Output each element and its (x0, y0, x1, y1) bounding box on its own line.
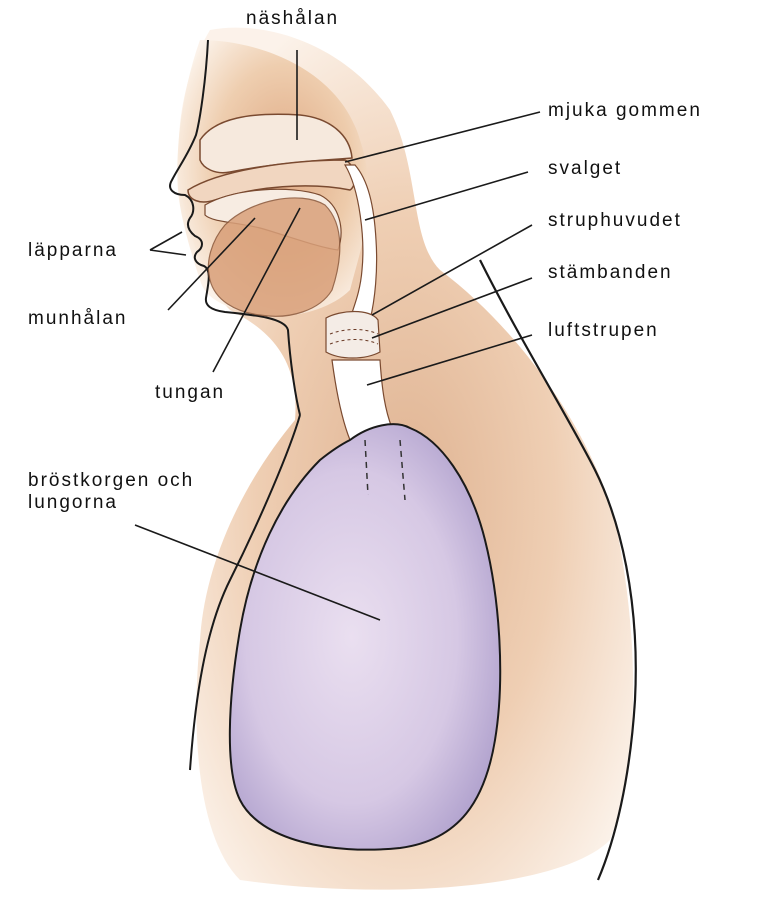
label-nasal-cavity: näshålan (246, 8, 339, 30)
label-pharynx: svalget (548, 158, 622, 180)
label-oral-cavity: munhålan (28, 308, 127, 330)
label-trachea: luftstrupen (548, 320, 659, 342)
label-lips: läpparna (28, 240, 118, 262)
label-larynx: struphuvudet (548, 210, 682, 232)
label-soft-palate: mjuka gommen (548, 100, 702, 122)
larynx (326, 312, 380, 359)
label-vocal-cords: stämbanden (548, 262, 673, 284)
label-chest-and-lungs: bröstkorgen och lungorna (28, 470, 268, 514)
label-chest-line-2: lungorna (28, 492, 268, 514)
label-tongue: tungan (155, 382, 225, 404)
label-chest-line-1: bröstkorgen och (28, 470, 268, 492)
